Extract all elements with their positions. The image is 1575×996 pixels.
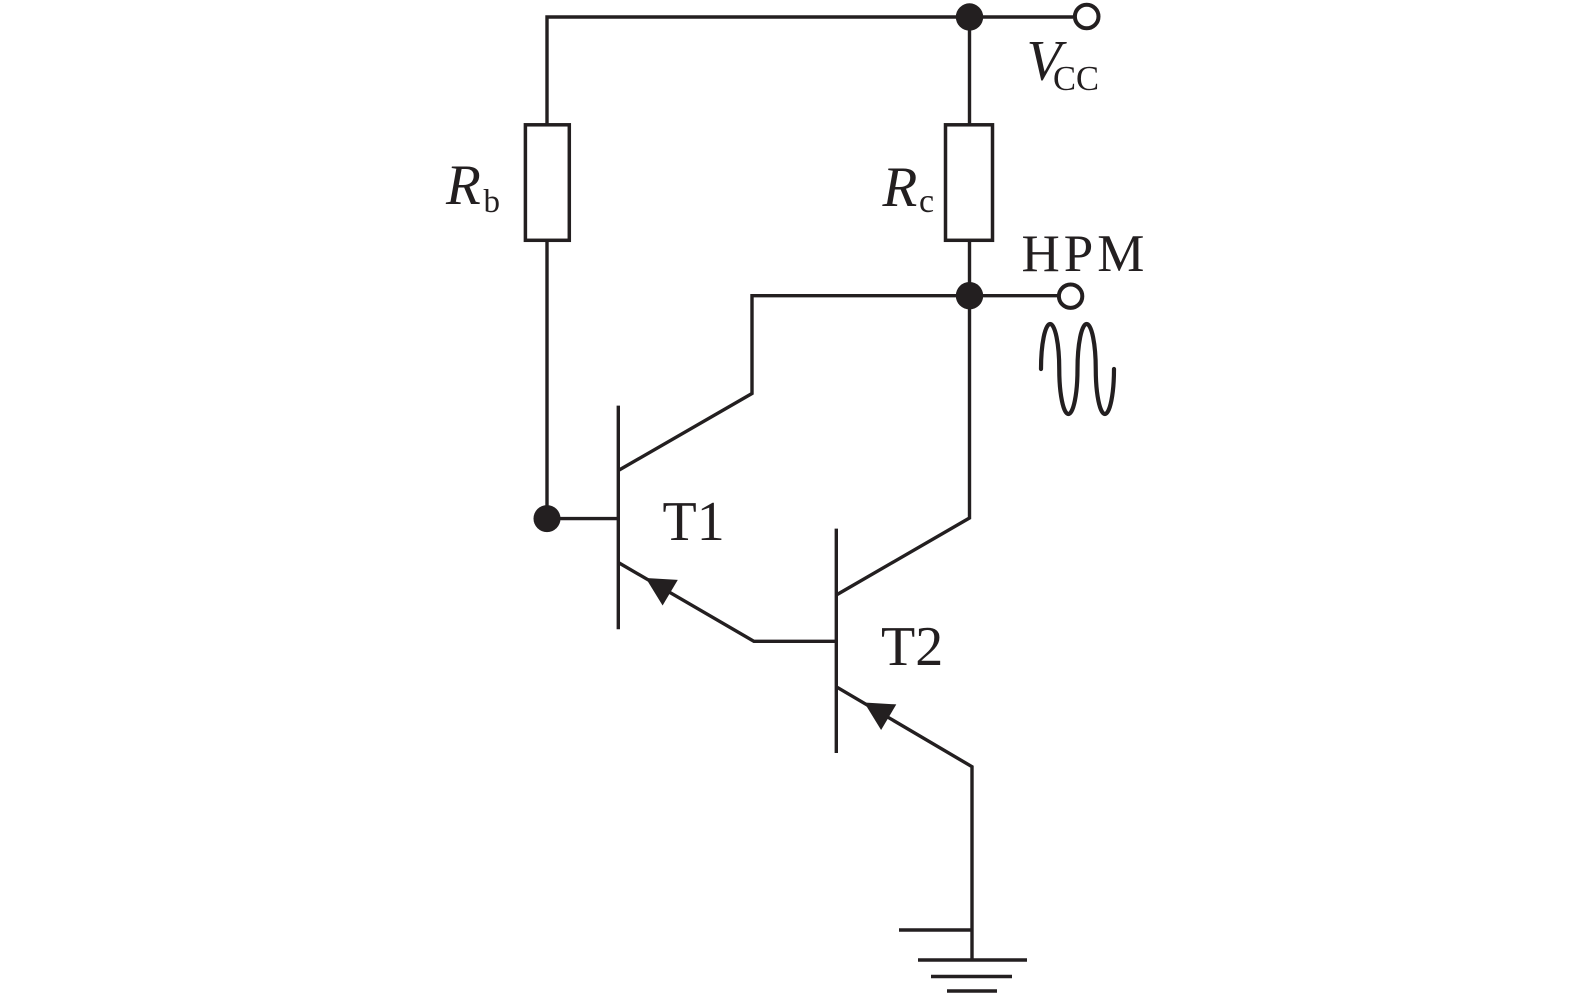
svg-text:R: R (445, 154, 481, 217)
svg-text:T2: T2 (881, 616, 943, 678)
svg-text:b: b (484, 184, 501, 220)
svg-text:HPM: HPM (1022, 225, 1149, 283)
svg-text:R: R (882, 156, 918, 219)
svg-text:CC: CC (1053, 60, 1099, 98)
svg-text:c: c (919, 183, 934, 220)
svg-text:T1: T1 (663, 491, 725, 553)
svg-text:V: V (1027, 30, 1068, 93)
